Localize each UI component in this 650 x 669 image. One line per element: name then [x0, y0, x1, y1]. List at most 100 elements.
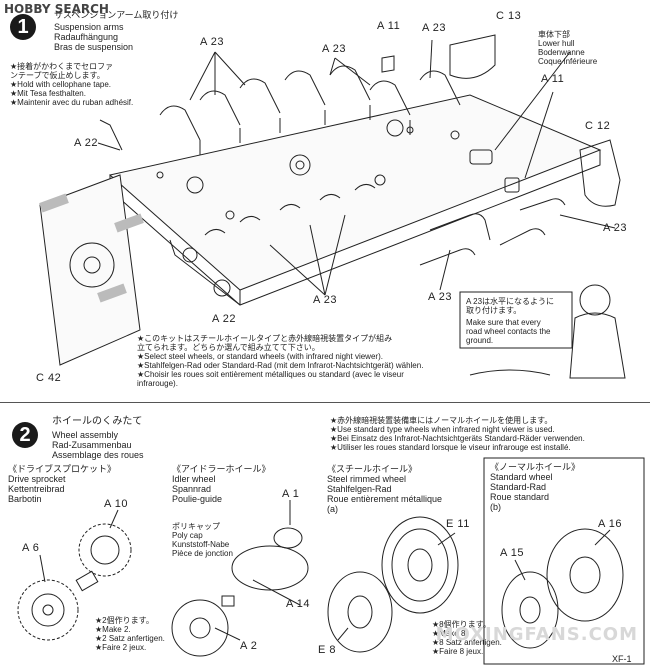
label-a1: A 1: [282, 488, 300, 500]
drive-sprocket-fr: Barbotin: [8, 494, 42, 504]
part-a22-left-drawing: [99, 119, 123, 151]
make-8-en: ★Make 8.: [432, 629, 468, 638]
ir-note-en: ★Use standard type wheels when infrared …: [330, 425, 555, 434]
idler-wheel-jp: 《アイドラーホイール》: [172, 464, 271, 474]
label-a11-right: A 11: [541, 73, 565, 85]
tape-note-fr: ★Maintenir avec du ruban adhésif.: [10, 98, 134, 107]
drive-sprocket-de: Kettentreibrad: [8, 484, 65, 494]
make-2-de: ★2 Satz anfertigen.: [95, 634, 165, 643]
callout-jp-1: A 23は水平になるように: [466, 297, 555, 306]
lower-hull-de: Bodenwanne: [538, 48, 585, 57]
wheel-choice-jp-2: 立てられます。どちらか選んで組み立てて下さい。: [137, 343, 320, 352]
tape-note-en: ★Hold with cellophane tape.: [10, 80, 112, 89]
wheel-choice-en: ★Select steel wheels, or standard wheels…: [137, 352, 383, 361]
label-a15: A 15: [500, 547, 525, 559]
ir-note-jp: ★赤外線暗視装置装備車にはノーマルホイールを使用します。: [330, 416, 553, 425]
part-c12-drawing: [579, 139, 621, 207]
make-8-fr: ★Faire 8 jeux.: [432, 647, 484, 656]
make-8-de: ★8 Satz anfertigen.: [432, 638, 502, 647]
label-a2: A 2: [240, 640, 258, 652]
tape-note: ★接着がかわくまでセロファ ンテープで仮止めします。 ★Hold with ce…: [10, 62, 133, 107]
make-2-jp: ★2個作ります。: [95, 616, 154, 625]
idler-wheel-drawing: [171, 527, 309, 657]
steel-wheel-de: Stahlfelgen-Rad: [327, 484, 392, 494]
step-1-number: 1: [10, 14, 36, 40]
make-8-jp: ★8個作ります。: [432, 620, 491, 629]
lower-hull-drawing: [108, 94, 602, 306]
a23-level-callout: A 23は水平になるように 取り付けます。 Make sure that eve…: [466, 297, 570, 345]
step-2-title-fr: Assemblage des roues: [52, 450, 144, 460]
steel-wheel-tag: (a): [327, 504, 338, 514]
make-8-note: ★8個作ります。 ★Make 8. ★8 Satz anfertigen. ★F…: [432, 620, 502, 656]
steel-wheel-en: Steel rimmed wheel: [327, 474, 407, 484]
part-c13-drawing: [449, 34, 496, 79]
idler-wheel-fr: Poulie-guide: [172, 494, 223, 504]
paint-xf1: XF-1: [612, 654, 632, 664]
label-a14: A 14: [286, 598, 311, 610]
label-a22-left: A 22: [74, 137, 99, 149]
lower-hull-en: Lower hull: [538, 39, 575, 48]
step-2-title-de: Rad-Zusammenbau: [52, 440, 132, 450]
label-a23-top-left: A 23: [200, 36, 225, 48]
ir-wheel-note: ★赤外線暗視装置装備車にはノーマルホイールを使用します。 ★Use standa…: [330, 416, 645, 452]
wheel-choice-fr-1: ★Choisir les roues soit entièrement méta…: [137, 370, 404, 379]
standard-wheel-en: Standard wheel: [490, 472, 553, 482]
step-1-title-jp: サスペンションアーム取り付け: [54, 10, 179, 20]
standard-wheel-fr: Roue standard: [490, 492, 550, 502]
step-2-title-jp: ホイールのくみたて: [52, 416, 143, 427]
standard-wheel-de: Standard-Rad: [490, 482, 547, 492]
wheel-choice-note: ★このキットはスチールホイールタイプと赤外線暗視装置タイプが組み 立てられます。…: [137, 334, 457, 388]
make-2-fr: ★Faire 2 jeux.: [95, 643, 147, 652]
hobby-search-logo: HOBBY SEARCH: [4, 2, 109, 16]
standard-wheel-jp: 《ノーマルホイール》: [490, 462, 581, 472]
poly-cap-fr: Pièce de jonction: [172, 549, 233, 558]
label-a16: A 16: [598, 518, 623, 530]
part-a22-bottom-drawing: [213, 279, 231, 297]
callout-en-2: road wheel contacts the: [466, 327, 551, 336]
tape-note-jp-1: ★接着がかわくまでセロファ: [10, 62, 114, 71]
poly-cap-de: Kunststoff-Nabe: [172, 540, 230, 549]
wheel-choice-de: ★Stahlfelgen-Rad oder Standard-Rad (mit …: [137, 361, 424, 370]
poly-cap-jp: ポリキャップ: [172, 522, 220, 531]
callout-jp-2: 取り付けます。: [466, 306, 522, 315]
label-e11: E 11: [446, 518, 470, 530]
step-1-title-en: Suspension arms: [54, 22, 124, 32]
drive-sprocket-jp: 《ドライブスプロケット》: [8, 464, 117, 474]
ir-note-fr: ★Utiliser les roues standard lorsque le …: [330, 443, 571, 452]
lower-hull-jp: 車体下部: [538, 30, 570, 39]
label-c42: C 42: [36, 372, 62, 384]
steel-wheel-jp: 《スチールホイール》: [327, 464, 418, 474]
part-c42-drawing: [39, 174, 144, 366]
label-a23-top-middle: A 23: [322, 43, 347, 55]
label-a23-bottom: A 23: [428, 291, 453, 303]
steel-wheel-drawing: [327, 516, 459, 653]
lower-hull-fr: Coque inférieure: [538, 57, 598, 66]
step-2-number: 2: [12, 422, 38, 448]
label-a22-bottom: A 22: [212, 313, 237, 325]
poly-cap-label: ポリキャップ Poly cap Kunststoff-Nabe Pièce de…: [172, 522, 233, 558]
make-2-note: ★2個作ります。 ★Make 2. ★2 Satz anfertigen. ★F…: [95, 616, 165, 652]
label-a10: A 10: [104, 498, 129, 510]
callout-en-1: Make sure that every: [466, 318, 541, 327]
label-c13: C 13: [496, 10, 522, 22]
mechanic-figure: [469, 284, 626, 379]
drive-sprocket-heading: 《ドライブスプロケット》 Drive sprocket Kettentreibr…: [8, 464, 116, 504]
idler-wheel-en: Idler wheel: [172, 474, 216, 484]
standard-wheel-heading: 《ノーマルホイール》 Standard wheel Standard-Rad R…: [490, 462, 580, 512]
drive-sprocket-en: Drive sprocket: [8, 474, 66, 484]
label-c12: C 12: [585, 120, 611, 132]
label-a23-bottom-middle: A 23: [313, 294, 338, 306]
step-divider: [0, 402, 650, 403]
label-a11-top: A 11: [377, 20, 401, 32]
idler-wheel-de: Spannrad: [172, 484, 212, 494]
suspension-arms-top: [159, 65, 461, 155]
moxingfans-watermark: MOXINGFANS.COM: [435, 624, 638, 645]
label-e8: E 8: [318, 644, 337, 656]
steel-wheel-fr: Roue entièrement métallique: [327, 494, 443, 504]
label-a6: A 6: [22, 542, 40, 554]
make-2-en: ★Make 2.: [95, 625, 131, 634]
part-a11-top-drawing: [381, 55, 395, 73]
step-2-title: Wheel assembly Rad-Zusammenbau Assemblag…: [52, 430, 144, 460]
drive-sprocket-drawing: [17, 523, 132, 641]
